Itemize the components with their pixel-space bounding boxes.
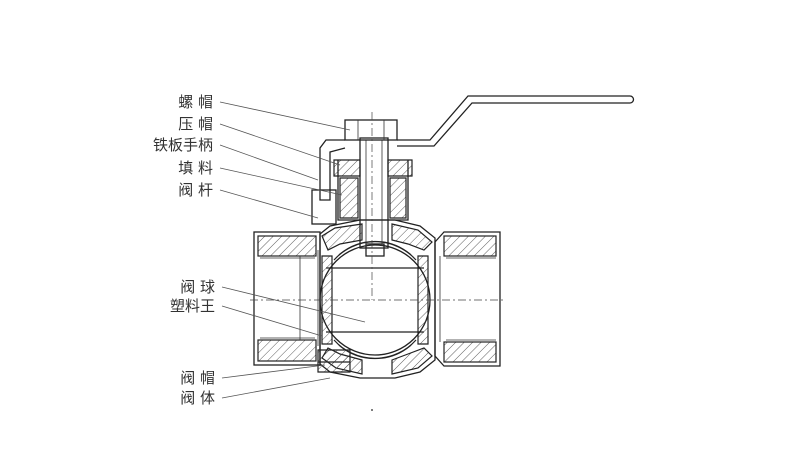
part-labels: 螺 帽 压 帽 铁板手柄 填 料 阀 杆 阀 球 塑料王 阀 帽 阀 体 [153,93,215,407]
valve-body-right [434,231,501,367]
label-seat: 塑料王 [170,297,215,315]
leader-lines [219,101,366,399]
valve-stem-assembly [333,119,413,249]
label-body: 阀 体 [180,389,215,407]
valve-body-left [253,231,321,366]
label-cap: 阀 帽 [180,369,215,387]
label-packing: 填 料 [178,159,213,177]
label-stem: 阀 杆 [178,181,213,199]
label-handle: 铁板手柄 [153,136,213,154]
label-gland: 压 帽 [178,115,213,133]
label-ball: 阀 球 [180,278,215,296]
valve-cap [317,349,351,373]
lever-handle [311,95,635,225]
label-nut: 螺 帽 [178,93,213,111]
